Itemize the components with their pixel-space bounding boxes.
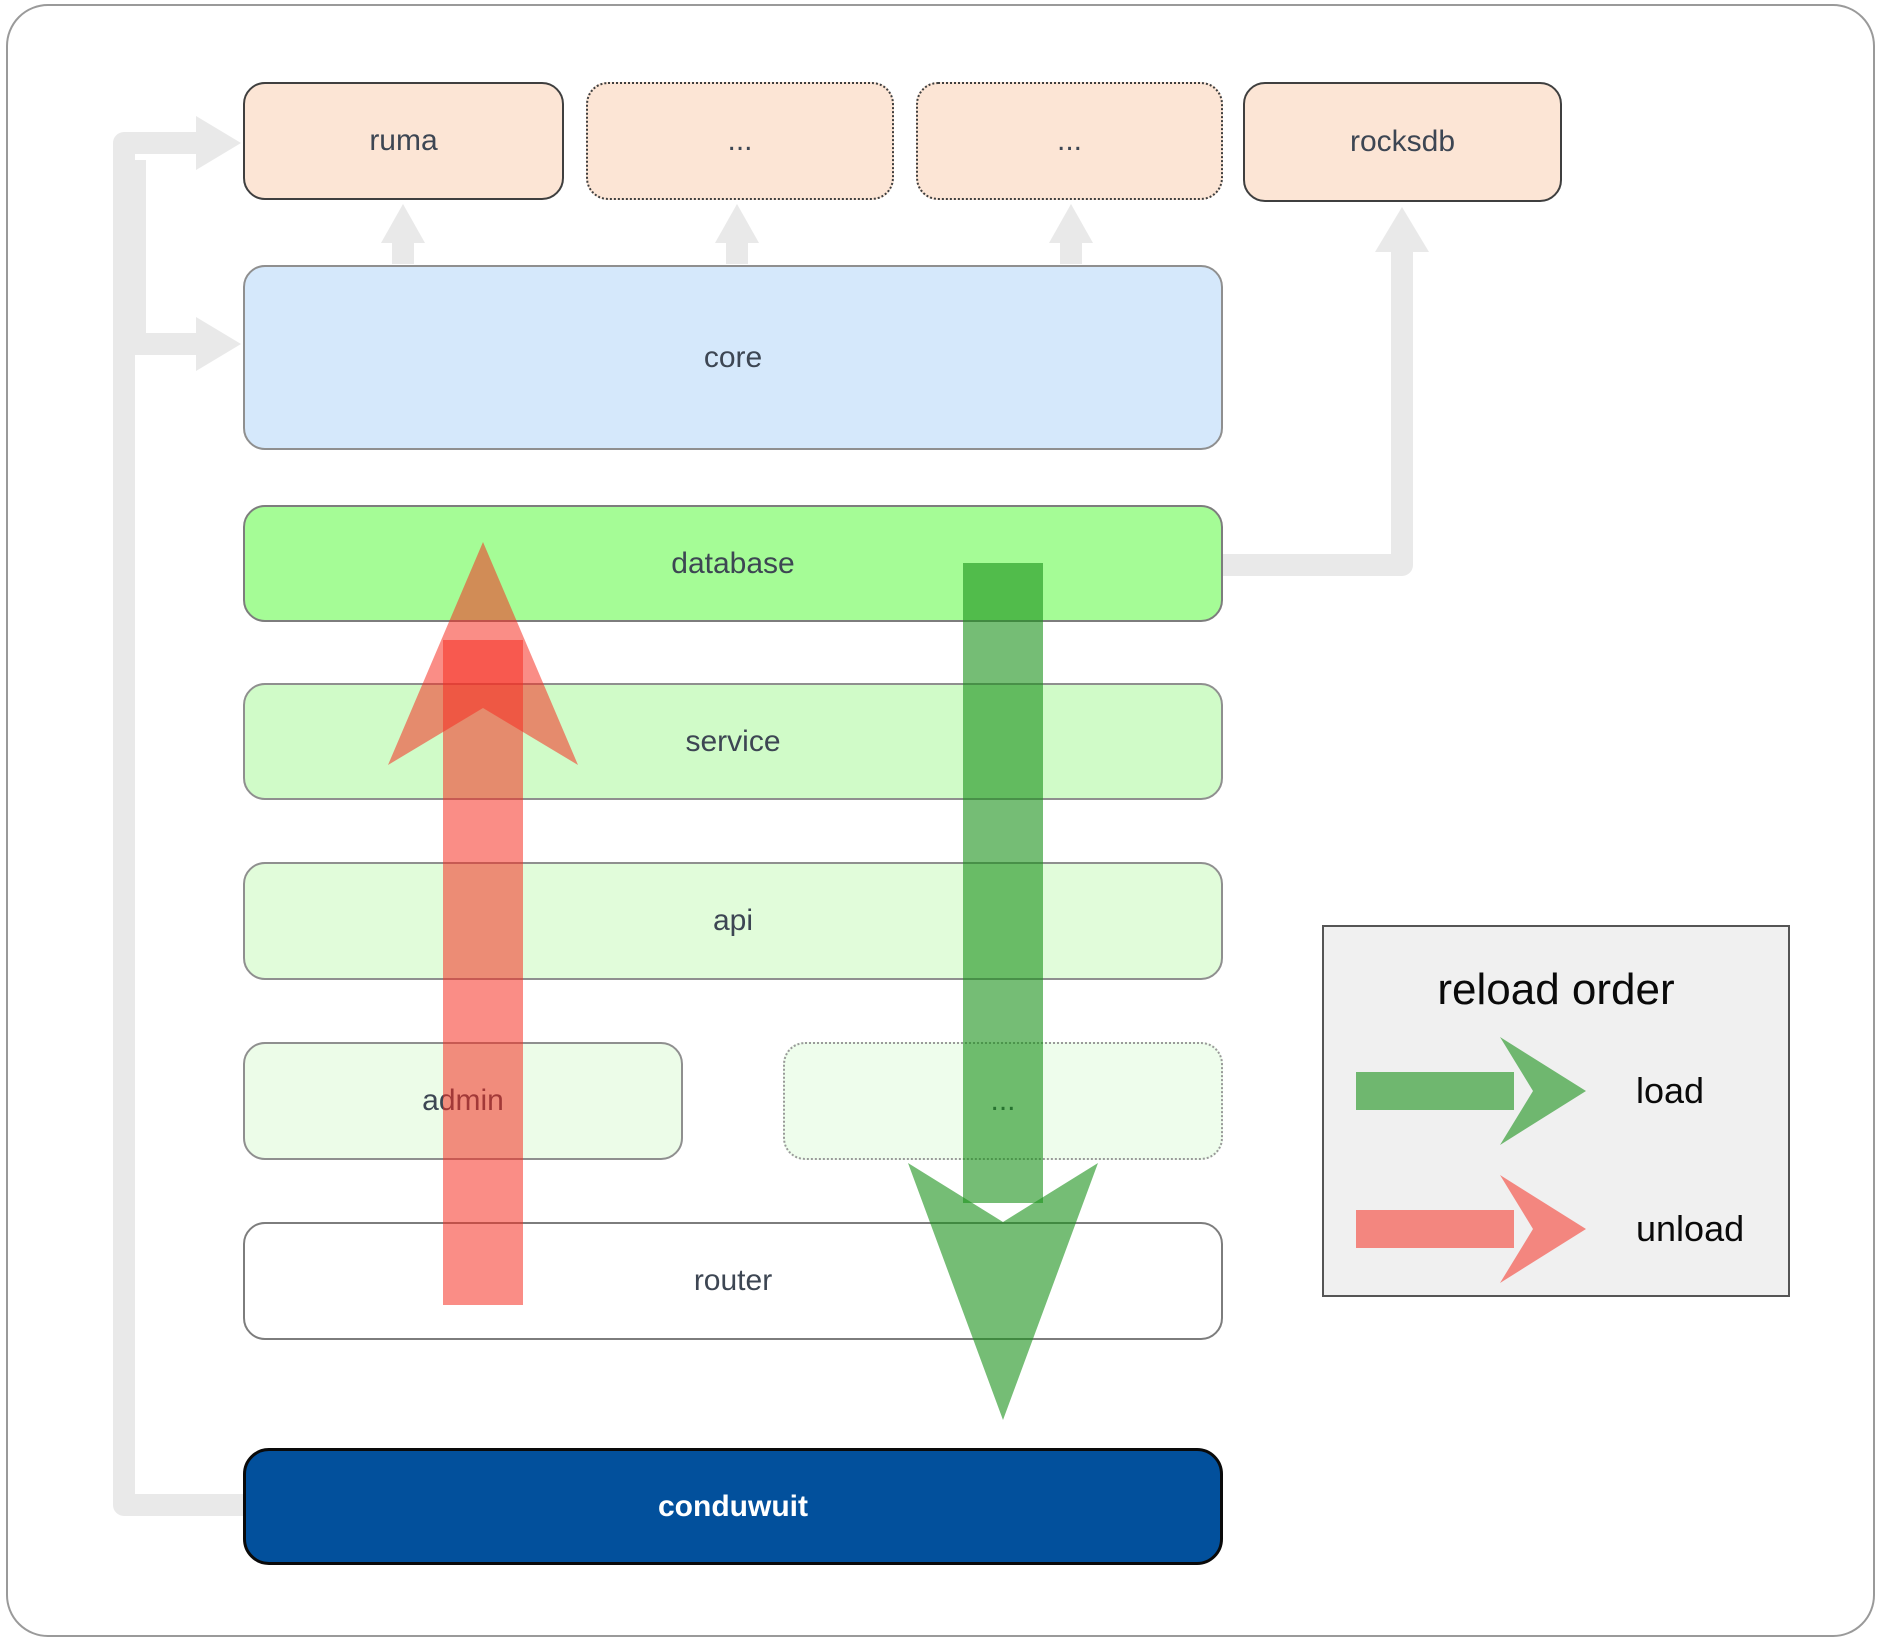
node-service: service	[243, 683, 1223, 800]
node-api-label: api	[712, 904, 754, 937]
node-rocksdb-label: rocksdb	[1349, 125, 1456, 158]
node-ruma: ruma	[243, 82, 564, 200]
node-ruma-label: ruma	[369, 124, 438, 157]
node-database-label: database	[671, 546, 795, 580]
node-admin-label: admin	[422, 1084, 504, 1117]
node-admin: admin	[243, 1042, 683, 1160]
unload-arrow-icon	[1356, 1175, 1586, 1283]
node-conduwuit: conduwuit	[243, 1448, 1223, 1565]
node-rocksdb: rocksdb	[1243, 82, 1562, 202]
node-ellipsis-3: ...	[783, 1042, 1223, 1160]
diagram-border	[6, 4, 1875, 1637]
node-ellipsis-2: ...	[916, 82, 1223, 200]
node-ellipsis-3-label: ...	[990, 1084, 1016, 1117]
node-ellipsis-1: ...	[586, 82, 894, 200]
legend-load-label: load	[1636, 1070, 1705, 1111]
node-core: core	[243, 265, 1223, 450]
node-core-label: core	[703, 340, 763, 374]
node-database: database	[243, 505, 1223, 622]
node-ellipsis-1-label: ...	[727, 124, 753, 157]
node-router-label: router	[693, 1264, 773, 1297]
node-router: router	[243, 1222, 1223, 1340]
legend-unload-label: unload	[1636, 1208, 1745, 1249]
load-arrow-icon	[1356, 1037, 1586, 1145]
node-api: api	[243, 862, 1223, 980]
legend-title: reload order	[1437, 965, 1675, 1014]
node-conduwuit-label: conduwuit	[658, 1489, 808, 1523]
legend-reload-order: reload order load unload	[1322, 925, 1790, 1297]
node-ellipsis-2-label: ...	[1056, 124, 1082, 157]
node-service-label: service	[685, 724, 781, 758]
legend-row-load: load	[1324, 1029, 1788, 1153]
legend-row-unload: unload	[1324, 1167, 1788, 1291]
